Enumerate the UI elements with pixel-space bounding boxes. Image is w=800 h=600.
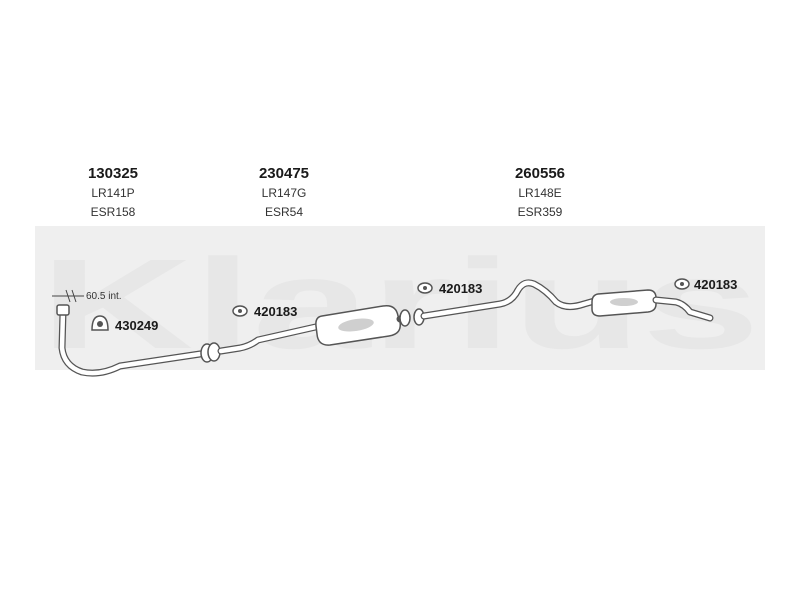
clamp-part-number: 420183	[694, 277, 737, 292]
centre-section	[217, 304, 425, 355]
section-middle: 230475 LR147G ESR54	[259, 165, 309, 219]
clamp-430249: 430249	[91, 315, 158, 333]
clamp-420183: 420183	[417, 281, 482, 296]
diameter-annotation: 60.5 int.	[52, 289, 122, 303]
reference-code: ESR158	[91, 205, 136, 219]
reference-code: ESR54	[265, 205, 303, 219]
reference-code: LR148E	[518, 186, 561, 200]
clamp-part-number: 430249	[115, 318, 158, 333]
reference-code: LR141P	[91, 186, 134, 200]
part-number: 260556	[515, 165, 565, 182]
clamp-part-number: 420183	[439, 281, 482, 296]
part-number: 230475	[259, 165, 309, 182]
section-front: 130325 LR141P ESR158	[88, 165, 138, 219]
clamp-420183: 420183	[232, 304, 297, 319]
rear-section	[420, 279, 714, 322]
diameter-label: 60.5 int.	[86, 291, 122, 302]
reference-code: ESR359	[518, 205, 563, 219]
clamp-part-number: 420183	[254, 304, 297, 319]
reference-code: LR147G	[262, 186, 307, 200]
section-rear: 260556 LR148E ESR359	[515, 165, 565, 219]
front-pipe	[56, 304, 221, 377]
part-number: 130325	[88, 165, 138, 182]
clamp-420183: 420183	[674, 277, 737, 292]
